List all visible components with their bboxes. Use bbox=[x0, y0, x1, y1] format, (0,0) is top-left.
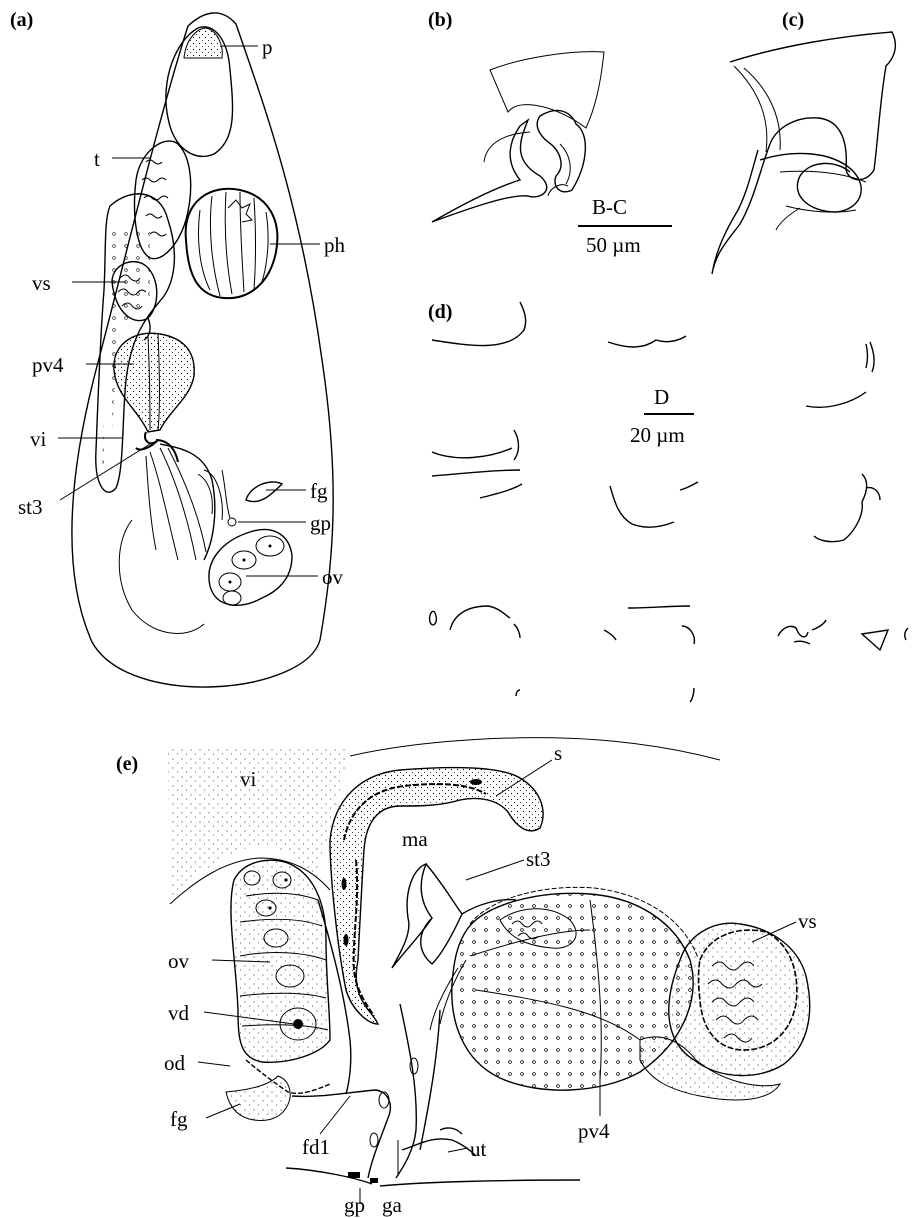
genital-atrium bbox=[286, 1168, 580, 1186]
panel-d: (d) bbox=[428, 301, 908, 702]
label-gp: gp bbox=[310, 511, 331, 535]
panel-a: (a) bbox=[10, 9, 346, 687]
scale-bc-name: B-C bbox=[592, 195, 627, 219]
sclerites bbox=[430, 302, 908, 702]
label-t: t bbox=[94, 147, 100, 171]
stylet-b-shaft bbox=[432, 120, 547, 222]
copulatory-organ bbox=[119, 432, 222, 633]
label-e-s: s bbox=[554, 741, 562, 765]
stylet-c-shaft bbox=[712, 144, 770, 274]
label-e-fg: fg bbox=[170, 1107, 188, 1131]
female-gland-e bbox=[226, 1076, 290, 1121]
label-vi: vi bbox=[30, 427, 47, 451]
label-e-ga: ga bbox=[382, 1193, 403, 1217]
label-e-gp: gp bbox=[344, 1193, 365, 1217]
panel-c: (c) bbox=[712, 9, 895, 274]
label-e-pv4: pv4 bbox=[578, 1119, 610, 1143]
panel-e: (e) bbox=[116, 738, 817, 1217]
scale-d-value: 20 µm bbox=[630, 423, 685, 447]
label-vs: vs bbox=[32, 271, 51, 295]
gonopore bbox=[222, 470, 236, 526]
pharynx bbox=[186, 189, 278, 298]
scale-bc-value: 50 µm bbox=[586, 233, 641, 257]
female-gland bbox=[246, 482, 282, 502]
label-e-vd: vd bbox=[168, 1001, 190, 1025]
label-e-ma: ma bbox=[402, 827, 428, 851]
panel-c-tag: (c) bbox=[782, 9, 804, 31]
scale-d-name: D bbox=[654, 385, 669, 409]
scale-bar-d: D 20 µm bbox=[630, 385, 694, 447]
prostatic-vesicle bbox=[114, 333, 194, 432]
gonopore-e bbox=[348, 1172, 360, 1178]
label-e-ut: ut bbox=[470, 1137, 487, 1161]
label-e-fd1: fd1 bbox=[302, 1135, 330, 1159]
label-fg: fg bbox=[310, 479, 328, 503]
panel-a-tag: (a) bbox=[10, 9, 33, 31]
label-pv4: pv4 bbox=[32, 353, 64, 377]
label-e-ov: ov bbox=[168, 949, 190, 973]
stylet-b-cap bbox=[490, 52, 604, 128]
label-e-od: od bbox=[164, 1051, 186, 1075]
panel-b: (b) bbox=[428, 9, 604, 222]
panel-e-tag: (e) bbox=[116, 753, 138, 775]
label-ph: ph bbox=[324, 233, 346, 257]
ovary bbox=[209, 529, 292, 605]
label-ov: ov bbox=[322, 565, 344, 589]
panel-b-tag: (b) bbox=[428, 9, 452, 31]
label-e-vs: vs bbox=[798, 909, 817, 933]
label-e-vi: vi bbox=[240, 767, 257, 791]
panel-d-tag: (d) bbox=[428, 301, 452, 323]
label-st3: st3 bbox=[18, 495, 43, 519]
stylet-c-cap bbox=[730, 32, 895, 180]
scale-bar-bc: B-C 50 µm bbox=[578, 195, 672, 257]
label-e-st3: st3 bbox=[526, 847, 551, 871]
label-p: p bbox=[262, 35, 273, 59]
